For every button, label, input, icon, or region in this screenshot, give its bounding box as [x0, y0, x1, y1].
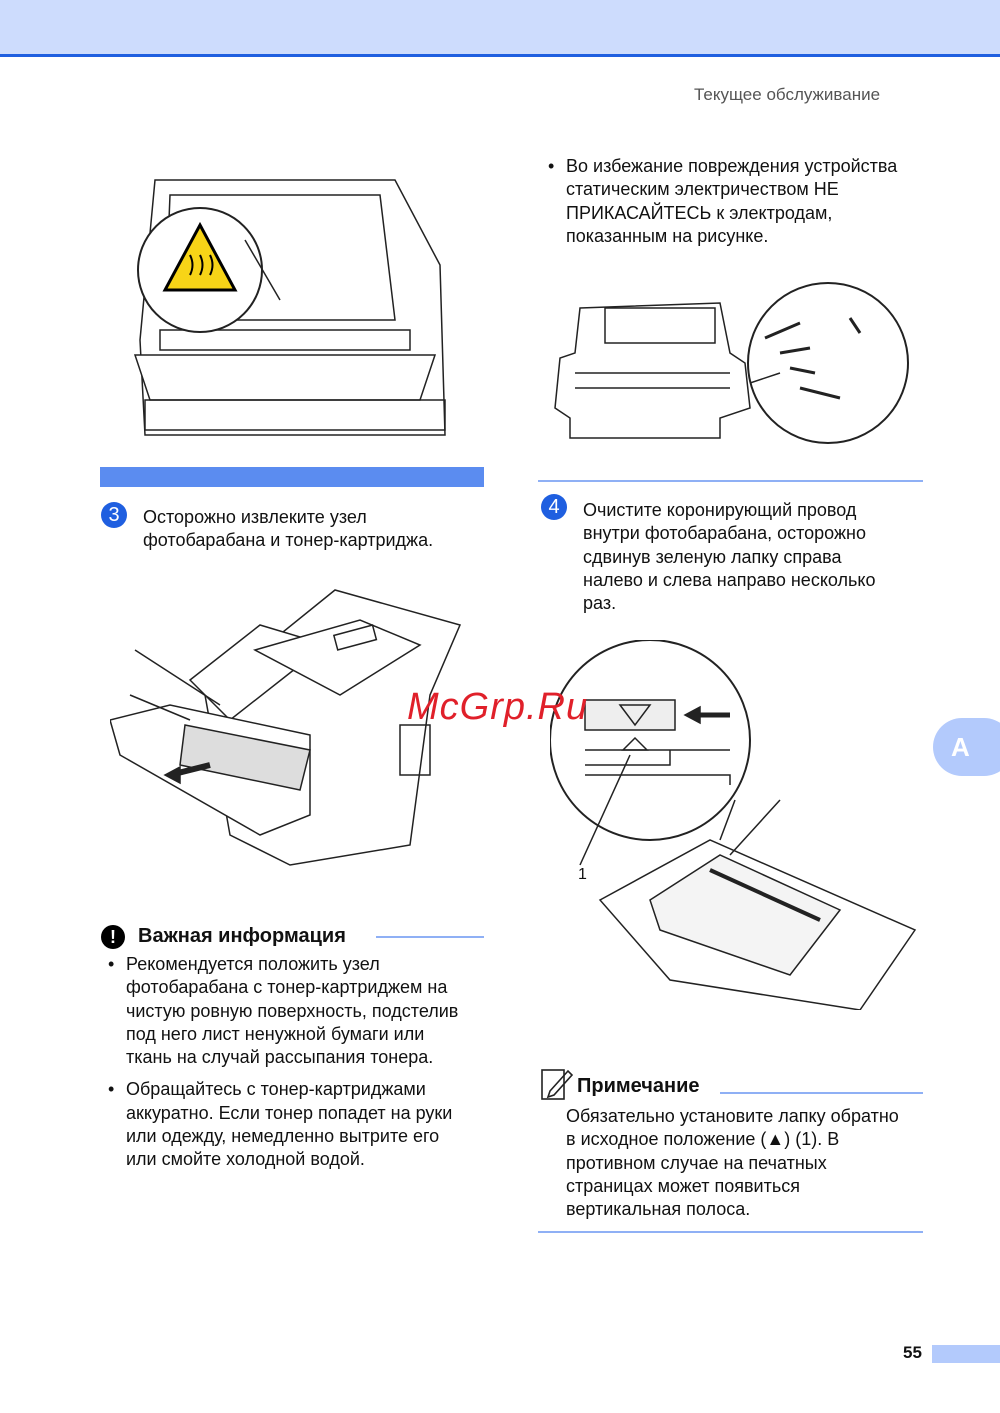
text-line: сдвинув зеленую лапку справа: [583, 546, 842, 567]
corona-wire-cleaning-illustration: [550, 640, 917, 1010]
text-line: ПРИКАСАЙТЕСЬ к электродам,: [566, 202, 833, 223]
header-band: [0, 0, 1000, 57]
watermark: McGrp.Ru: [407, 686, 589, 728]
text-line: статическим электричеством НЕ: [566, 179, 839, 200]
important-title: Важная информация: [138, 925, 346, 947]
text-line: противном случае на печатных: [566, 1152, 827, 1173]
text-line: в исходное положение (▲) (1). В: [566, 1129, 840, 1150]
important-list: • Рекомендуется положить узел фотобараба…: [108, 953, 498, 1172]
text-line: Осторожно извлеките узел: [143, 507, 367, 527]
section-bar: [100, 467, 484, 487]
text-line: внутри фотобарабана, осторожно: [583, 523, 866, 544]
important-rule: [376, 936, 484, 938]
chapter-tab[interactable]: A: [933, 718, 1000, 776]
text-line: показанным на рисунке.: [566, 225, 769, 246]
electrodes-illustration: [554, 282, 909, 444]
text-line: вертикальная полоса.: [566, 1199, 751, 1220]
note-pencil-icon: [541, 1069, 574, 1100]
text-line: страницах может появиться: [566, 1175, 800, 1196]
drum-removal-illustration: [110, 589, 462, 866]
section-rule: [538, 480, 923, 482]
text-line: или смойте холодной водой.: [126, 1149, 365, 1170]
text-line: или одежду, немедленно вытрите его: [126, 1126, 440, 1147]
list-item: • Рекомендуется положить узел фотобараба…: [108, 953, 498, 1069]
printer-hot-warning-illustration: [133, 179, 446, 436]
text-line: Во избежание повреждения устройства: [566, 156, 898, 176]
page-number: 55: [903, 1343, 922, 1362]
text-line: под него лист ненужной бумаги или: [126, 1023, 425, 1044]
warning-bullet: • Во избежание повреждения устройства ст…: [548, 155, 897, 248]
step-4-text: Очистите коронирующий провод внутри фото…: [583, 499, 875, 615]
important-icon: !: [101, 925, 125, 949]
running-title: Текущее обслуживание: [694, 85, 881, 104]
text-line: чистую ровную поверхность, подстелив: [126, 1000, 459, 1021]
text-line: Обязательно установите лапку обратно: [566, 1106, 899, 1126]
text-line: ткань на случай рассыпания тонера.: [126, 1047, 434, 1068]
text-line: фотобарабана с тонер-картриджем на: [126, 977, 448, 998]
step-3-badge: 3: [101, 502, 127, 528]
page-number-bar: [932, 1345, 1000, 1363]
note-rule: [720, 1092, 923, 1094]
text-line: налево и слева направо несколько: [583, 569, 876, 590]
note-title: Примечание: [577, 1075, 700, 1097]
note-bottom-rule: [538, 1231, 923, 1233]
text-line: аккуратно. Если тонер попадет на руки: [126, 1102, 453, 1123]
callout-label: 1: [578, 866, 587, 883]
text-line: Очистите коронирующий провод: [583, 500, 857, 520]
list-item: • Обращайтесь с тонер-картриджами аккура…: [108, 1078, 498, 1171]
text-line: раз.: [583, 593, 617, 614]
text-line: Обращайтесь с тонер-картриджами: [126, 1079, 426, 1100]
text-line: фотобарабана и тонер-картриджа.: [143, 530, 434, 551]
step-4-badge: 4: [541, 494, 567, 520]
text-line: Рекомендуется положить узел: [126, 954, 380, 974]
step-3-text: Осторожно извлеките узел фотобарабана и …: [143, 506, 433, 553]
note-text: Обязательно установите лапку обратно в и…: [566, 1105, 899, 1221]
